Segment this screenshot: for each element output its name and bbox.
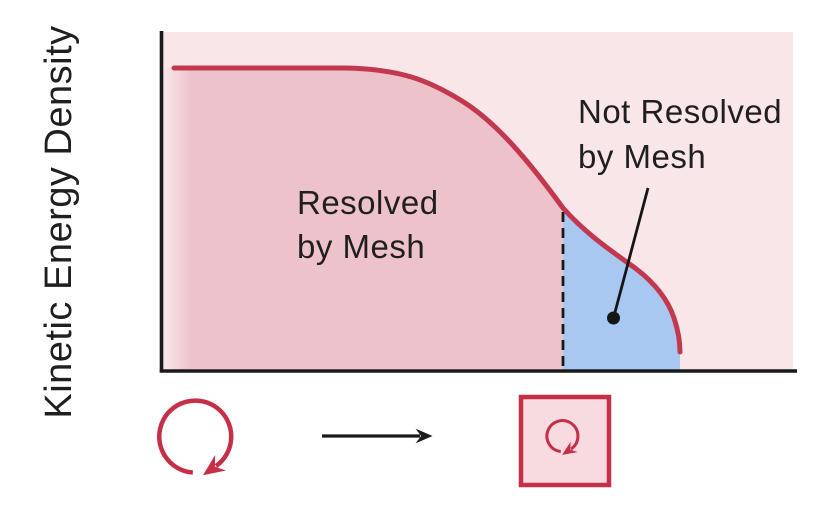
annotation-dot	[607, 311, 620, 325]
energy-spectrum-curve	[171, 65, 683, 355]
fill-left-fade	[164, 66, 192, 371]
resolved-label-line2: by Mesh	[297, 228, 425, 265]
resolved-label-line1: Resolved	[297, 184, 439, 221]
small-eddy-circular-arrow-icon	[545, 419, 580, 455]
annotation-leader-line	[612, 187, 650, 317]
not-resolved-label-line1: Not Resolved	[578, 93, 782, 130]
y-axis-label: Kinetic Energy Density	[38, 25, 80, 418]
resolved-region-fill	[164, 68, 563, 371]
not-resolved-label-line2: by Mesh	[578, 138, 706, 175]
mesh-cell-box-icon	[518, 394, 612, 488]
large-eddy-circular-arrow-icon	[157, 398, 234, 476]
